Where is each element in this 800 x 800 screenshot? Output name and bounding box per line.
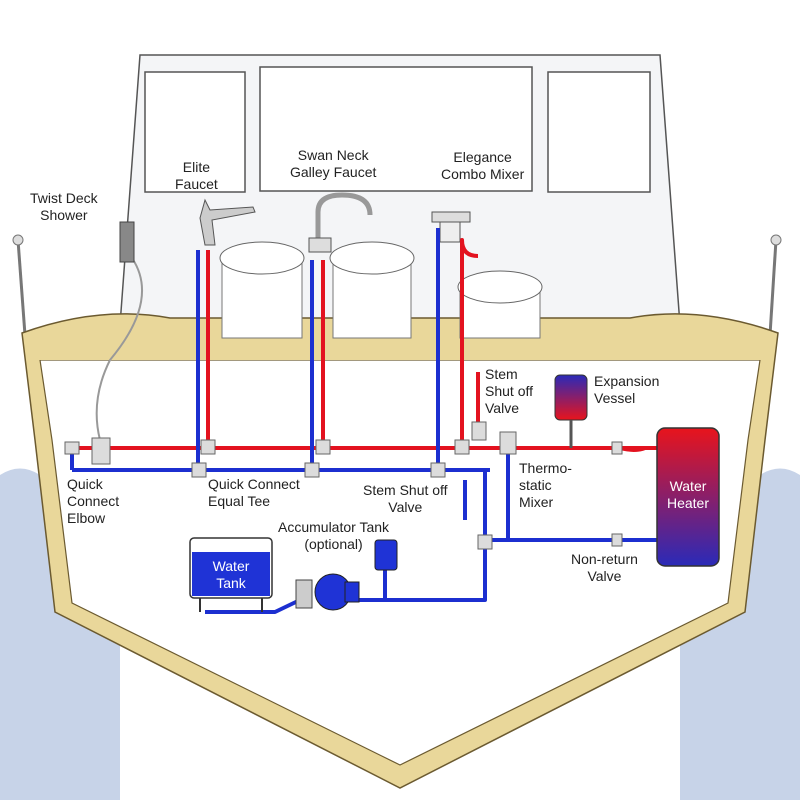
- cold-water-pipes: [70, 228, 658, 614]
- deck-band: [38, 338, 762, 360]
- shower-hose: [95, 257, 144, 441]
- label-thermostatic-mixer: Thermo- static Mixer: [519, 460, 572, 510]
- elegance-mixer-body: [439, 221, 461, 243]
- railing-right-knob: [770, 234, 782, 246]
- elegance-mixer-icon: [431, 211, 471, 223]
- twist-deck-shower-icon: [119, 221, 135, 263]
- railing-left-knob: [12, 234, 24, 246]
- accumulator-tank-icon: [374, 539, 398, 571]
- expansion-vessel-icon: [554, 374, 588, 421]
- sink-center: [329, 241, 415, 275]
- label-twist-deck-shower: Twist Deck Shower: [30, 190, 98, 223]
- hull-inner: [39, 359, 761, 766]
- swan-neck-faucet-icon: [315, 192, 373, 250]
- label-quick-connect-elbow: Quick Connect Elbow: [67, 476, 120, 526]
- sink-right: [457, 270, 543, 304]
- railing-left: [16, 239, 27, 336]
- swan-neck-faucet-base: [308, 237, 332, 253]
- label-elegance-mixer: Elegance Combo Mixer: [441, 149, 525, 182]
- label-accumulator-tank: Accumulator Tank (optional): [278, 519, 390, 552]
- label-swan-neck-faucet: Swan Neck Galley Faucet: [290, 147, 377, 180]
- water-tank-level: [192, 552, 270, 596]
- label-expansion-vessel: Expansion Vessel: [594, 373, 660, 406]
- railing-right: [768, 239, 778, 336]
- label-stem-shutoff-bottom: Stem Shut off Valve: [363, 482, 448, 515]
- label-elite-faucet: Elite Faucet: [175, 159, 218, 192]
- label-water-heater: Water Heater: [666, 478, 710, 511]
- fittings: [64, 421, 623, 550]
- water-heater-icon: [656, 427, 720, 567]
- sink-left: [219, 241, 305, 275]
- hot-water-pipes: [72, 238, 658, 452]
- label-stem-shutoff-top: Stem Shut off Valve: [485, 366, 534, 416]
- label-quick-connect-tee: Quick Connect Equal Tee: [208, 476, 300, 509]
- elite-faucet-icon: [199, 198, 256, 246]
- cabin-window-right: [547, 71, 651, 193]
- pump-icon: [295, 573, 360, 611]
- cabin-window-left: [144, 71, 246, 193]
- cabin-window-center: [259, 66, 533, 192]
- label-non-return-valve: Non-return Valve: [571, 551, 638, 584]
- label-water-tank: Water Tank: [212, 558, 250, 591]
